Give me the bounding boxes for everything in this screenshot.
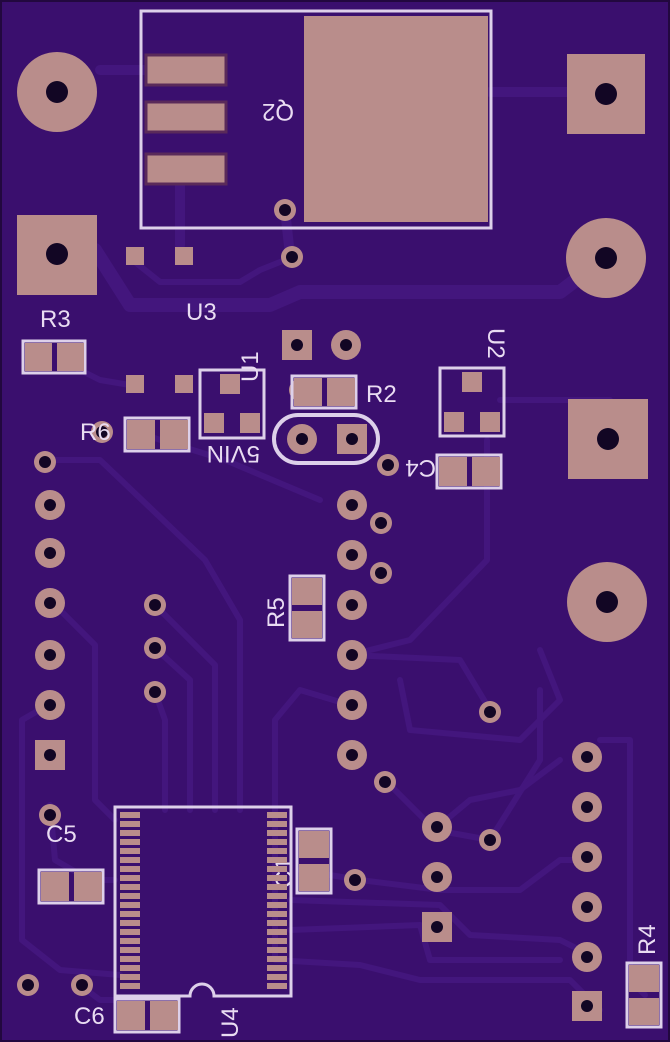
c5-label: C5: [46, 821, 77, 848]
u4-pin: [120, 875, 140, 881]
u4-pin: [267, 983, 287, 989]
u4-label: U4: [217, 1007, 244, 1038]
u1-label: U1: [237, 351, 264, 382]
u4-pin: [267, 830, 287, 836]
r4-footprint: [625, 961, 663, 1029]
u4-pin: [267, 875, 287, 881]
u4-pin: [120, 893, 140, 899]
r2-footprint: [290, 374, 358, 410]
middle-header: [337, 490, 367, 770]
u4-pin: [120, 812, 140, 818]
u4-pin: [120, 929, 140, 935]
vin-label: 5VIN: [207, 440, 260, 467]
right-header: [572, 742, 602, 1021]
u4-pin: [120, 857, 140, 863]
u4-pin: [120, 938, 140, 944]
u4-pin: [120, 902, 140, 908]
r6-footprint: [123, 416, 191, 453]
r3-label: R3: [40, 306, 71, 333]
u4-pin: [267, 911, 287, 917]
u4-pin: [267, 947, 287, 953]
u4-pin: [120, 821, 140, 827]
r5-label: R5: [263, 597, 290, 628]
u4-pin: [120, 911, 140, 917]
q2-footprint: [139, 9, 493, 230]
u4-pin: [267, 884, 287, 890]
u4-footprint: [113, 805, 293, 998]
u4-left-pins: [120, 812, 140, 989]
u4-pin: [120, 884, 140, 890]
c1-footprint: [295, 827, 333, 895]
r4-label: R4: [634, 924, 661, 955]
u4-pin: [267, 974, 287, 980]
r5-footprint: [288, 574, 326, 642]
u4-pin: [267, 920, 287, 926]
u4-pin: [120, 947, 140, 953]
u4-pin: [267, 848, 287, 854]
u4-pin: [267, 812, 287, 818]
c4-label: C4: [405, 454, 436, 481]
u4-pin: [120, 983, 140, 989]
three-pin-header: [422, 812, 452, 942]
vin-connector: [272, 330, 380, 465]
u4-pin: [267, 866, 287, 872]
u4-pin: [267, 965, 287, 971]
terminal-pads: [17, 52, 648, 642]
u2-label: U2: [482, 328, 509, 359]
r3-footprint: [21, 339, 87, 375]
c6-label: C6: [74, 1003, 105, 1030]
r2-label: R2: [366, 381, 397, 408]
u4-pin: [267, 929, 287, 935]
u4-pin: [120, 956, 140, 962]
u4-pin: [120, 965, 140, 971]
u4-pin: [120, 866, 140, 872]
q2-label: Q2: [262, 98, 294, 125]
u4-pin: [120, 839, 140, 845]
u4-pin: [267, 821, 287, 827]
u4-pin: [120, 848, 140, 854]
u1-footprint: [198, 368, 266, 440]
u4-pin: [267, 902, 287, 908]
u4-pin: [267, 893, 287, 899]
u4-right-pins: [267, 812, 287, 989]
u2-footprint: [438, 366, 506, 438]
u4-pin: [120, 920, 140, 926]
c5-footprint: [37, 868, 105, 905]
c6-footprint: [113, 997, 181, 1034]
u4-pin: [267, 938, 287, 944]
u4-pin: [120, 830, 140, 836]
u4-pin: [267, 839, 287, 845]
u3-footprint: [126, 247, 193, 393]
r6-label: R6: [80, 419, 111, 446]
u4-pin: [120, 974, 140, 980]
u4-pin: [267, 857, 287, 863]
c4-footprint: [435, 453, 503, 490]
u4-pin: [267, 956, 287, 962]
left-header: [34, 451, 65, 770]
u3-label: U3: [186, 299, 217, 326]
